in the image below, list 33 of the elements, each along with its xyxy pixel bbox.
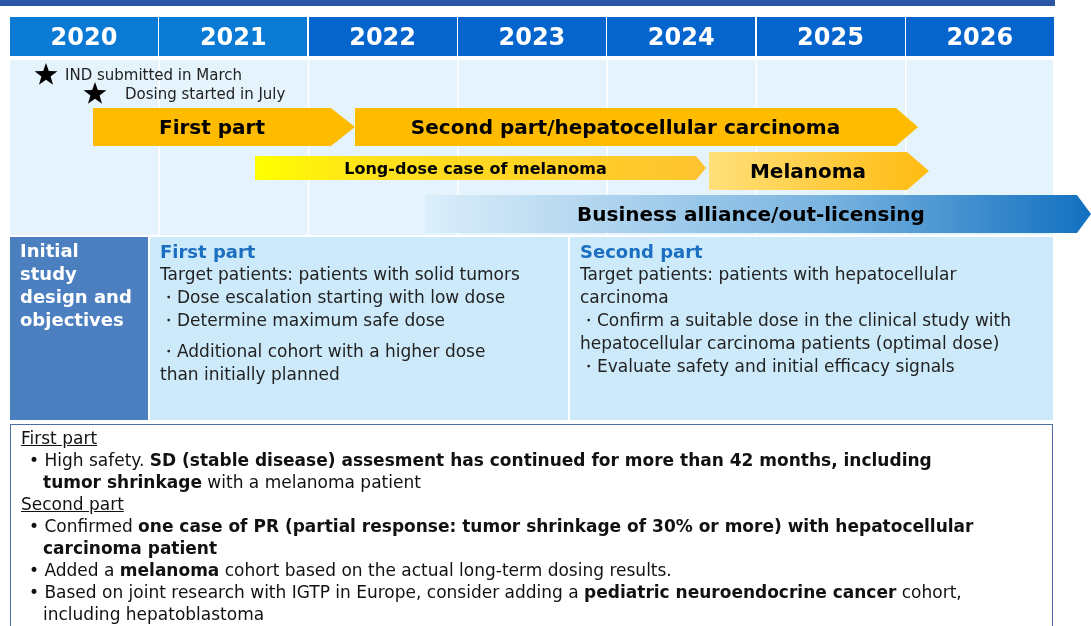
bullet-item: ・Additional cohort with a higher dose than initially planned bbox=[160, 340, 487, 386]
phase-bar bbox=[709, 152, 929, 190]
milestone-note: Dosing started in July bbox=[125, 85, 286, 103]
cell-heading: First part bbox=[160, 240, 257, 263]
year-header: 2020 bbox=[10, 17, 158, 56]
phase-label: First part bbox=[157, 114, 266, 141]
bullet-item: • High safety. SD (stable disease) assesment has continued for more than 42 months, including tumor shrinkage with a melanoma patient bbox=[28, 449, 933, 493]
phase-bar bbox=[93, 108, 355, 146]
bullet-item: ・Dose escalation starting with low dose bbox=[160, 286, 507, 309]
year-header: 2023 bbox=[457, 17, 606, 56]
bullet-item: ・Confirm a suitable dose in the clinical study with hepatocellular carcinoma patients (optimal dose) bbox=[580, 309, 1012, 355]
bullet-item: • Based on joint research with IGTP in Europe, consider adding a pediatric neuroendocrine cancer cohort, including hepatoblastoma bbox=[28, 581, 963, 625]
row-header: Initial study design and objectives bbox=[10, 237, 148, 420]
year-header: 2024 bbox=[607, 17, 756, 56]
bullet-item: • Added a melanoma cohort based on the actual long-term dosing results. bbox=[28, 559, 673, 581]
section-heading: First part bbox=[21, 427, 98, 449]
year-header: 2022 bbox=[308, 17, 457, 56]
cell-heading: Second part bbox=[580, 240, 704, 263]
phase-label: Second part/hepatocellular carcinoma bbox=[409, 114, 842, 141]
phase-label: Business alliance/out-licensing bbox=[576, 201, 926, 228]
phase-bar bbox=[425, 195, 1091, 233]
bullet-item: ・Determine maximum safe dose bbox=[160, 309, 446, 332]
phase-label: Melanoma bbox=[748, 158, 868, 185]
year-header: 2026 bbox=[905, 17, 1054, 56]
phase-label: Long-dose case of melanoma bbox=[343, 157, 608, 180]
milestone-note: IND submitted in March bbox=[65, 66, 243, 84]
bullet-item: ・Evaluate safety and initial efficacy signals bbox=[580, 355, 956, 378]
year-header: 2021 bbox=[159, 17, 308, 56]
section-heading: Second part bbox=[21, 493, 124, 515]
cell-text: Target patients: patients with hepatocellular carcinoma bbox=[580, 263, 958, 309]
cell-text: Target patients: patients with solid tumors bbox=[160, 263, 521, 286]
phase-bar bbox=[255, 156, 706, 180]
year-header: 2025 bbox=[756, 17, 905, 56]
